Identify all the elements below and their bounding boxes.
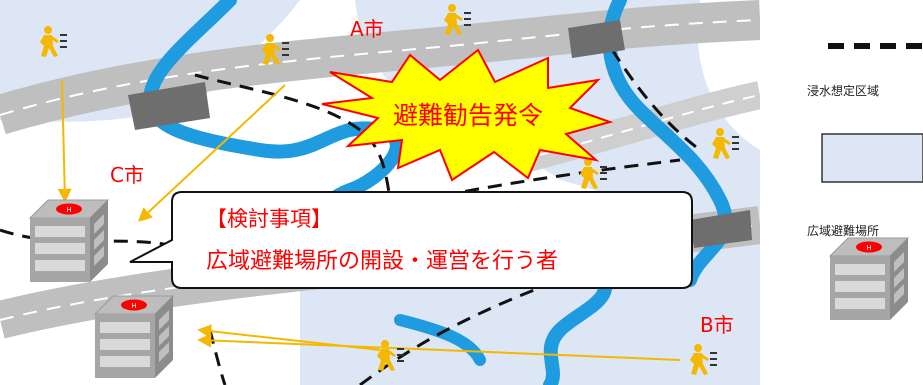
evacuation-site-building-icon — [29, 199, 109, 283]
evacuation-site-building-icon — [94, 295, 174, 379]
callout-title: 【検討事項】 — [206, 207, 332, 231]
city-c-label: C市 — [110, 163, 144, 187]
alert-burst — [321, 48, 614, 182]
bridge — [690, 210, 752, 248]
city-b-label: B市 — [700, 313, 734, 337]
light-blue-rectangle-icon — [821, 133, 923, 183]
legend-panel — [760, 0, 923, 385]
callout-body: 広域避難場所の開設・運営を行う者 — [206, 249, 558, 274]
evacuation-arrows — [57, 79, 681, 361]
legend-flood-area-label: 浸水想定区域 — [807, 84, 880, 98]
bridge — [128, 82, 210, 130]
city-a-label: A市 — [350, 17, 384, 41]
bridge — [568, 20, 625, 58]
building-with-helipad-icon — [829, 237, 909, 321]
burst-label: 避難勧告発令 — [393, 101, 543, 130]
legend-evacuation-site-label: 広域避難場所 — [807, 224, 880, 238]
callout-bubble — [129, 191, 693, 289]
